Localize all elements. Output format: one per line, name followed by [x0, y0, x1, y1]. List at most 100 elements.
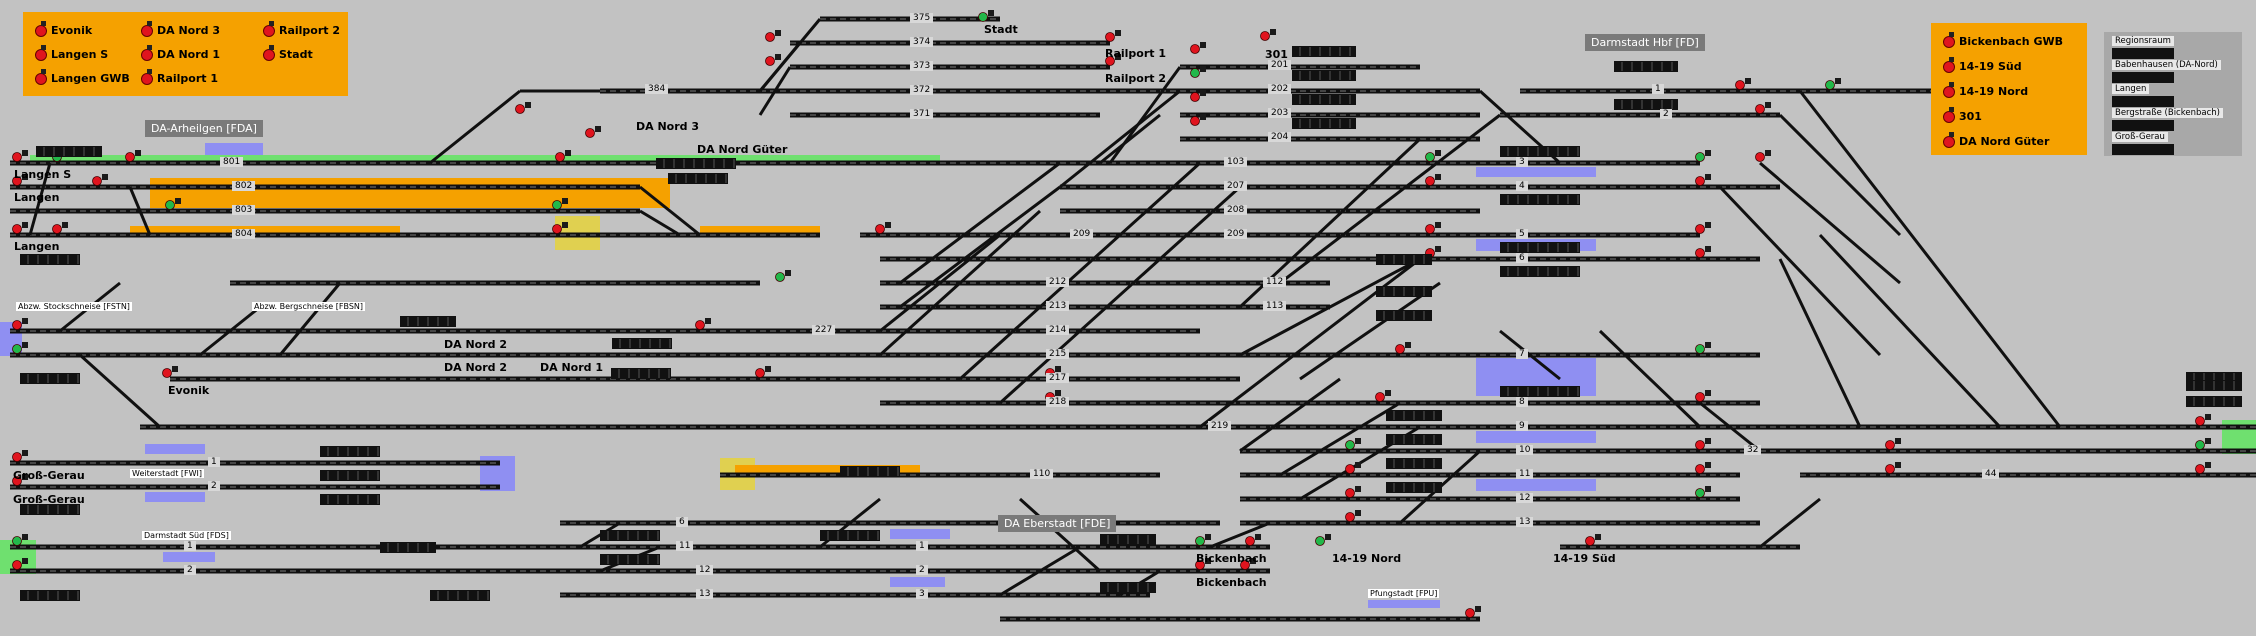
signal-18[interactable]: [1190, 44, 1200, 54]
legend-item-301[interactable]: 301: [1943, 107, 1982, 123]
track-label-h11[interactable]: 11: [1516, 469, 1534, 479]
track-label-219[interactable]: 219: [1208, 421, 1232, 431]
track-label-203[interactable]: 203: [1268, 108, 1292, 118]
signal-15[interactable]: [978, 12, 988, 22]
track-label-110[interactable]: 110: [1030, 469, 1054, 479]
signal-35[interactable]: [1695, 488, 1705, 498]
signal-2[interactable]: [12, 224, 22, 234]
legend-item-bickenbach-gwb[interactable]: Bickenbach GWB: [1943, 32, 2063, 48]
signal-7[interactable]: [165, 200, 175, 210]
track-label-e13[interactable]: 13: [696, 589, 714, 599]
track-label-e2[interactable]: 2: [916, 565, 928, 575]
track-label-e1[interactable]: 1: [916, 541, 928, 551]
track-label-h4[interactable]: 4: [1516, 181, 1528, 191]
signal-17[interactable]: [1105, 56, 1115, 66]
track-label-h1[interactable]: 1: [1652, 84, 1664, 94]
signal-51[interactable]: [1195, 536, 1205, 546]
track-label-h5[interactable]: 5: [1516, 229, 1528, 239]
legend-item-da-nord-1[interactable]: DA Nord 1: [141, 45, 220, 61]
track-label-215[interactable]: 215: [1046, 349, 1070, 359]
track-label-h8[interactable]: 8: [1516, 397, 1528, 407]
signal-60[interactable]: [2195, 464, 2205, 474]
track-label-112[interactable]: 112: [1263, 277, 1287, 287]
legend-item-14-19-sued[interactable]: 14-19 Süd: [1943, 57, 2022, 73]
track-label-32[interactable]: 32: [1744, 445, 1762, 455]
signal-48[interactable]: [875, 224, 885, 234]
signal-12[interactable]: [552, 224, 562, 234]
signal-30[interactable]: [1695, 248, 1705, 258]
legend-item-14-19-nord[interactable]: 14-19 Nord: [1943, 82, 2028, 98]
signal-24[interactable]: [1425, 176, 1435, 186]
track-label-h10[interactable]: 10: [1516, 445, 1534, 455]
signal-62[interactable]: [1885, 464, 1895, 474]
track-label-h3[interactable]: 3: [1516, 157, 1528, 167]
signal-36[interactable]: [1735, 80, 1745, 90]
track-label-e6[interactable]: 6: [676, 517, 688, 527]
signal-56[interactable]: [1585, 536, 1595, 546]
track-label-802[interactable]: 802: [232, 181, 256, 191]
signal-22[interactable]: [1260, 31, 1270, 41]
track-label-207[interactable]: 207: [1224, 181, 1248, 191]
signal-6[interactable]: [125, 152, 135, 162]
track-label-w2[interactable]: 2: [208, 481, 220, 491]
track-label-803[interactable]: 803: [232, 205, 256, 215]
track-label-202[interactable]: 202: [1268, 84, 1292, 94]
track-label-h2[interactable]: 2: [1660, 109, 1672, 119]
signal-53[interactable]: [1245, 536, 1255, 546]
signal-37[interactable]: [1755, 104, 1765, 114]
track-label-213[interactable]: 213: [1046, 301, 1070, 311]
signal-14[interactable]: [765, 56, 775, 66]
track-label-h7[interactable]: 7: [1516, 349, 1528, 359]
signal-55[interactable]: [1315, 536, 1325, 546]
signal-25[interactable]: [1425, 224, 1435, 234]
legend-item-da-nord-3[interactable]: DA Nord 3: [141, 21, 220, 37]
signal-66[interactable]: [1375, 392, 1385, 402]
signal-16[interactable]: [1105, 32, 1115, 42]
signal-68[interactable]: [1345, 464, 1355, 474]
signal-59[interactable]: [2195, 440, 2205, 450]
signal-21[interactable]: [1190, 116, 1200, 126]
track-label-h13[interactable]: 13: [1516, 517, 1534, 527]
signal-34[interactable]: [1695, 464, 1705, 474]
signal-20[interactable]: [1190, 92, 1200, 102]
track-label-375[interactable]: 375: [910, 13, 934, 23]
signal-1[interactable]: [12, 176, 22, 186]
signal-58[interactable]: [2195, 416, 2205, 426]
signal-0[interactable]: [12, 152, 22, 162]
track-label-212[interactable]: 212: [1046, 277, 1070, 287]
signal-31[interactable]: [1695, 344, 1705, 354]
signal-27[interactable]: [1695, 152, 1705, 162]
signal-5[interactable]: [92, 176, 102, 186]
track-label-372[interactable]: 372: [910, 85, 934, 95]
track-label-103[interactable]: 103: [1224, 157, 1248, 167]
signal-41[interactable]: [12, 476, 22, 486]
signal-57[interactable]: [1465, 608, 1475, 618]
signal-11[interactable]: [552, 200, 562, 210]
signal-28[interactable]: [1695, 176, 1705, 186]
legend-item-railport-1[interactable]: Railport 1: [141, 69, 218, 85]
track-label-801[interactable]: 801: [220, 157, 244, 167]
signal-8[interactable]: [515, 104, 525, 114]
legend-item-railport-2[interactable]: Railport 2: [263, 21, 340, 37]
signal-52[interactable]: [1195, 560, 1205, 570]
track-label-371[interactable]: 371: [910, 109, 934, 119]
track-label-e12[interactable]: 12: [696, 565, 714, 575]
signal-29[interactable]: [1695, 224, 1705, 234]
signal-23[interactable]: [1425, 152, 1435, 162]
track-label-373[interactable]: 373: [910, 61, 934, 71]
legend-item-langen-s[interactable]: Langen S: [35, 45, 108, 61]
signal-38[interactable]: [12, 320, 22, 330]
signal-69[interactable]: [1345, 488, 1355, 498]
track-label-e3[interactable]: 3: [916, 589, 928, 599]
track-label-h12[interactable]: 12: [1516, 493, 1534, 503]
track-label-227[interactable]: 227: [812, 325, 836, 335]
signal-67[interactable]: [1345, 440, 1355, 450]
track-label-384[interactable]: 384: [645, 84, 669, 94]
track-label-h9[interactable]: 9: [1516, 421, 1528, 431]
signal-4[interactable]: [52, 224, 62, 234]
signal-33[interactable]: [1695, 440, 1705, 450]
signal-70[interactable]: [1345, 512, 1355, 522]
track-label-e11[interactable]: 11: [676, 541, 694, 551]
signal-64[interactable]: [1755, 152, 1765, 162]
legend-item-da-nord-gueter[interactable]: DA Nord Güter: [1943, 132, 2049, 148]
